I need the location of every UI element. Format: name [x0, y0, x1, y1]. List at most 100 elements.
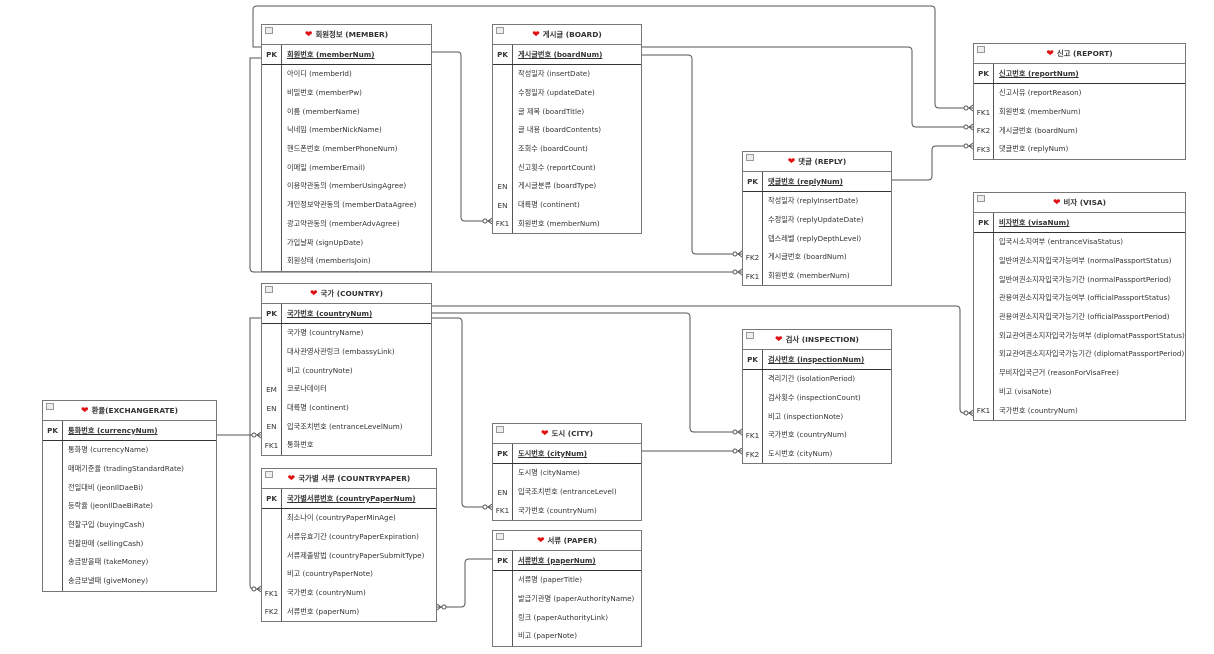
collapse-icon[interactable] — [746, 332, 754, 339]
field-row[interactable]: 이름 (memberName) — [262, 102, 431, 122]
field-row[interactable]: 송금받을때 (takeMoney) — [43, 553, 216, 572]
relationship-country-city[interactable] — [432, 317, 492, 508]
field-row[interactable]: 가입날짜 (signUpDate) — [262, 233, 431, 252]
field-row[interactable]: 도시명 (cityName) — [493, 464, 641, 483]
field-row[interactable]: 글 내용 (boardContents) — [493, 121, 641, 140]
collapse-icon[interactable] — [496, 533, 504, 540]
field-row[interactable]: 매매기준율 (tradingStandardRate) — [43, 459, 216, 479]
field-row[interactable]: 무비자입국근거 (reasonForVisaFree) — [974, 363, 1185, 383]
field-row[interactable]: 작성일자 (replyInsertDate) — [743, 192, 891, 211]
field-row[interactable]: 이용약관동의 (memberUsingAgree) — [262, 177, 431, 196]
field-row[interactable]: 신고사유 (reportReason) — [974, 84, 1185, 103]
relationship-country-inspection[interactable] — [432, 312, 742, 433]
relationship-country-countrypaper[interactable] — [249, 317, 261, 590]
field-row[interactable]: 뎁스레벨 (replyDepthLevel) — [743, 229, 891, 249]
field-row[interactable]: 비고 (inspectionNote) — [743, 407, 891, 427]
field-row[interactable]: 국가명 (countryName) — [262, 324, 431, 343]
field-row[interactable]: 비밀번호 (memberPw) — [262, 83, 431, 103]
field-row[interactable]: 비고 (visaNote) — [974, 382, 1185, 402]
relationship-paper-countrypaper[interactable] — [437, 558, 492, 608]
field-row[interactable]: 비고 (countryNote) — [262, 361, 431, 381]
field-row[interactable]: 전일대비 (jeonIlDaeBi) — [43, 478, 216, 498]
collapse-icon[interactable] — [746, 154, 754, 161]
relationship-member-board[interactable] — [432, 51, 492, 222]
field-row[interactable]: 회원상태 (memberIsJoin) — [262, 251, 431, 271]
field-row[interactable]: 신고횟수 (reportCount) — [493, 158, 641, 178]
field-row[interactable]: 대사관영사관링크 (embassyLink) — [262, 342, 431, 362]
field-row[interactable]: 통화명 (currencyName) — [43, 441, 216, 460]
field-row[interactable]: 개인정보약관동의 (memberDataAgree) — [262, 195, 431, 215]
collapse-icon[interactable] — [977, 195, 985, 202]
field-row[interactable]: 서류유효기간 (countryPaperExpiration) — [262, 527, 436, 547]
field-row[interactable]: 관용여권소지자입국가능여부 (officialPassportStatus) — [974, 289, 1185, 308]
collapse-icon[interactable] — [265, 27, 273, 34]
field-row[interactable]: 닉네임 (memberNickName) — [262, 121, 431, 140]
relationship-board-reply[interactable] — [642, 54, 742, 255]
field-row[interactable]: 발급기관명 (paperAuthorityName) — [493, 589, 641, 609]
relationship-reply-report[interactable] — [892, 145, 973, 181]
field-row[interactable]: 서류명 (paperTitle) — [493, 571, 641, 590]
collapse-icon[interactable] — [496, 426, 504, 433]
field-row[interactable]: 비고 (paperNote) — [493, 627, 641, 646]
field-row[interactable]: 서류제출방법 (countryPaperSubmitType) — [262, 546, 436, 566]
collapse-icon[interactable] — [977, 46, 985, 53]
collapse-icon[interactable] — [265, 471, 273, 478]
field-row[interactable]: 작성일자 (insertDate) — [493, 65, 641, 84]
field-row[interactable]: 현찰구입 (buyingCash) — [43, 515, 216, 535]
field-row[interactable]: 비고 (countryPaperNote) — [262, 565, 436, 584]
field-row[interactable]: 관용여권소지자입국가능기간 (officialPassportPeriod) — [974, 307, 1185, 327]
field-row[interactable]: 외교관여권소지자입국가능여부 (diplomatPassportStatus) — [974, 326, 1185, 346]
field-row[interactable]: 조회수 (boardCount) — [493, 139, 641, 159]
field-row[interactable]: 광고약관동의 (memberAdvAgree) — [262, 214, 431, 234]
relationship-country-visa[interactable] — [432, 305, 973, 414]
collapse-icon[interactable] — [265, 286, 273, 293]
field-row[interactable]: 수정일자 (replyUpdateDate) — [743, 210, 891, 230]
field-row[interactable]: 입국시소지여부 (entranceVisaStatus) — [974, 233, 1185, 252]
field-row[interactable]: 링크 (paperAuthorityLink) — [493, 608, 641, 628]
field-row[interactable]: 글 제목 (boardTitle) — [493, 102, 641, 122]
field-row[interactable]: 수정일자 (updateDate) — [493, 83, 641, 103]
field-row[interactable]: 일반여권소지자입국가능기간 (normalPassportPeriod) — [974, 270, 1185, 290]
relationship-member-report[interactable] — [252, 5, 973, 109]
field-row[interactable]: 이메일 (memberEmail) — [262, 158, 431, 178]
field-row[interactable]: 아이디 (memberId) — [262, 65, 431, 84]
field-row[interactable]: 최소나이 (countryPaperMinAge) — [262, 509, 436, 528]
field-row[interactable]: 일반여권소지자입국가능여부 (normalPassportStatus) — [974, 251, 1185, 271]
field-row[interactable]: 외교관여권소지자입국가능기간 (diplomatPassportPeriod) — [974, 345, 1185, 364]
field-row[interactable]: 검사횟수 (inspectionCount) — [743, 388, 891, 408]
